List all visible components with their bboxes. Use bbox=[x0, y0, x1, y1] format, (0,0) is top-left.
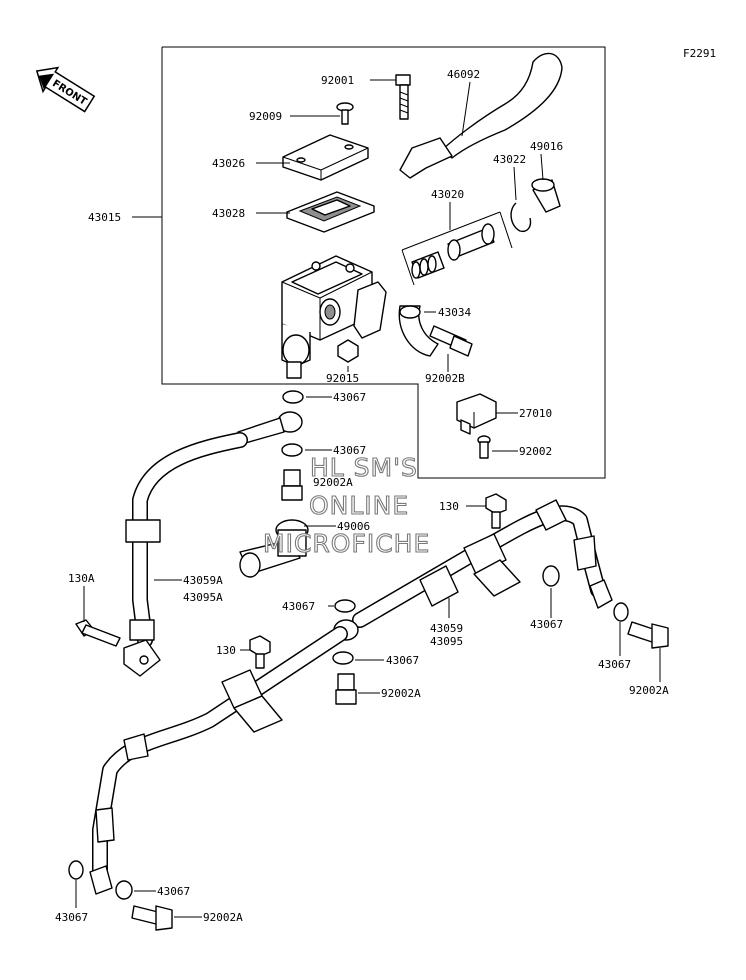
label-43095: 43095 bbox=[430, 635, 463, 648]
label-43026: 43026 bbox=[212, 157, 245, 170]
watermark: HL SM'S ONLINE MICROFICHE bbox=[262, 452, 430, 558]
label-43067b: 43067 bbox=[333, 444, 366, 457]
bolt-130a-part bbox=[485, 493, 507, 529]
clamp-43034-part bbox=[398, 305, 439, 357]
washer-43067e-part bbox=[332, 651, 354, 665]
label-43015: 43015 bbox=[88, 211, 121, 224]
label-43059A: 43059A bbox=[183, 574, 223, 587]
label-92002Ad: 92002A bbox=[203, 911, 243, 924]
banjo-bolt-92002Aa-part bbox=[281, 469, 303, 501]
banjo-bolt-92002Ad-part bbox=[131, 905, 173, 931]
label-92001: 92001 bbox=[321, 74, 354, 87]
switch-27010-part bbox=[456, 393, 497, 435]
label-43067e: 43067 bbox=[386, 654, 419, 667]
washer-43067h-part bbox=[115, 880, 133, 900]
label-130a: 130 bbox=[439, 500, 459, 513]
brake-lever-46092-part bbox=[399, 52, 563, 179]
label-92009: 92009 bbox=[249, 110, 282, 123]
label-92002: 92002 bbox=[519, 445, 552, 458]
washer-43067b-part bbox=[281, 443, 303, 457]
banjo-bolt-92002Ab-part bbox=[627, 621, 669, 649]
boot-49016-part bbox=[531, 178, 561, 213]
label-92002Aa: 92002A bbox=[313, 476, 353, 489]
washer-43067c-part bbox=[334, 599, 356, 613]
label-43067c: 43067 bbox=[282, 600, 315, 613]
label-43020: 43020 bbox=[431, 188, 464, 201]
label-49006: 49006 bbox=[337, 520, 370, 533]
label-43028: 43028 bbox=[212, 207, 245, 220]
watermark-line-1: HL SM'S bbox=[310, 453, 418, 482]
washer-43067d-part bbox=[542, 565, 560, 587]
label-27010: 27010 bbox=[519, 407, 552, 420]
label-46092: 46092 bbox=[447, 68, 480, 81]
label-43067g: 43067 bbox=[157, 885, 190, 898]
label-49016: 49016 bbox=[530, 140, 563, 153]
label-130b: 130 bbox=[216, 644, 236, 657]
front-arrow-icon: FRONT bbox=[35, 66, 96, 113]
label-92002Ac: 92002A bbox=[629, 684, 669, 697]
label-43067d: 43067 bbox=[530, 618, 563, 631]
lower-hose-part bbox=[89, 626, 348, 895]
joint-49006-part bbox=[239, 519, 309, 578]
label-43095A: 43095A bbox=[183, 591, 223, 604]
label-43059: 43059 bbox=[430, 622, 463, 635]
label-130A: 130A bbox=[68, 572, 95, 585]
watermark-line-3: MICROFICHE bbox=[263, 529, 430, 558]
bolt-92001-part bbox=[395, 74, 411, 120]
washer-43067f-part bbox=[613, 602, 629, 622]
label-43067f: 43067 bbox=[598, 658, 631, 671]
label-43034: 43034 bbox=[438, 306, 471, 319]
label-43067a: 43067 bbox=[333, 391, 366, 404]
label-43022: 43022 bbox=[493, 153, 526, 166]
bolt-92002B-part bbox=[429, 325, 473, 357]
diaphragm-43028-part bbox=[286, 191, 375, 233]
banjo-bolt-92002Ac-part bbox=[335, 673, 357, 705]
hose-43059A-part bbox=[123, 432, 248, 677]
label-92015: 92015 bbox=[326, 372, 359, 385]
leader-lines bbox=[75, 79, 661, 918]
label-43067h: 43067 bbox=[55, 911, 88, 924]
watermark-line-2: ONLINE bbox=[309, 491, 409, 520]
figure-id: F2291 bbox=[683, 47, 716, 60]
bolt-130b-part bbox=[249, 635, 271, 669]
washer-43067g-part bbox=[68, 860, 84, 880]
part-labels: 92001 46092 92009 43026 49016 43022 4301… bbox=[55, 68, 669, 924]
screw-92002-part bbox=[477, 435, 491, 459]
label-92002Ab: 92002A bbox=[381, 687, 421, 700]
nut-92015-part bbox=[337, 339, 359, 363]
reservoir-cap-43026-part bbox=[282, 134, 369, 181]
assembly-boundary bbox=[161, 46, 606, 479]
washer-43067a-part bbox=[282, 390, 304, 404]
hose-43059-part bbox=[352, 499, 613, 628]
label-92002B: 92002B bbox=[425, 372, 465, 385]
bolt-130A-part bbox=[75, 619, 121, 647]
screw-92009-part bbox=[336, 102, 354, 125]
piston-kit-43020-part bbox=[401, 211, 513, 286]
master-cylinder-body-part bbox=[281, 255, 387, 379]
circlip-43022-part bbox=[510, 202, 532, 233]
